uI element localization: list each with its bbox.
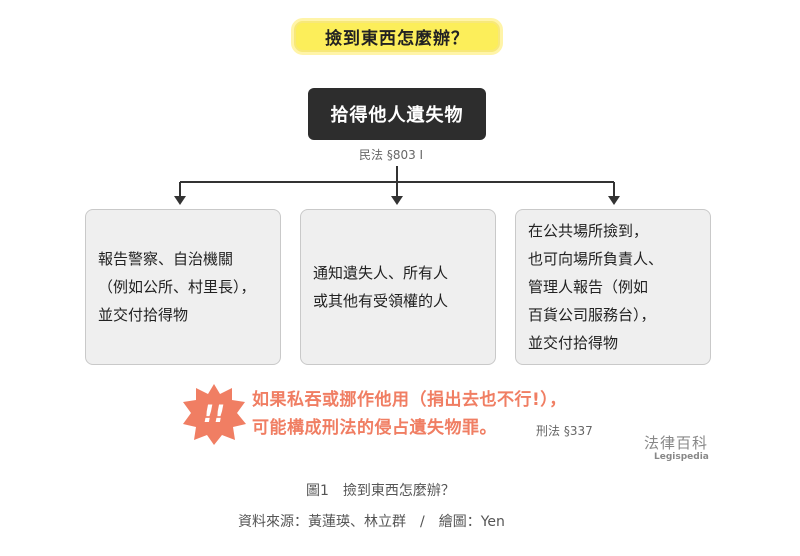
root-node: 拾得他人遺失物 bbox=[308, 88, 486, 140]
warning-line-2: 可能構成刑法的侵占遺失物罪。 bbox=[252, 418, 497, 438]
branch-box-public-place: 在公共場所撿到， 也可向場所負責人、 管理人報告（例如 百貨公司服務台）， 並交… bbox=[515, 209, 711, 365]
branch-box-report-police: 報告警察、自治機關 （例如公所、村里長）， 並交付拾得物 bbox=[85, 209, 281, 365]
logo-subtitle: Legispedia bbox=[654, 452, 709, 462]
figure-caption: 圖1 撿到東西怎麼辦？ bbox=[306, 483, 455, 499]
diagram-title: 撿到東西怎麼辦？ bbox=[291, 18, 503, 55]
branch-box-notify-owner: 通知遺失人、所有人 或其他有受領權的人 bbox=[300, 209, 496, 365]
arrowhead-left bbox=[174, 196, 186, 205]
branch-text: 通知遺失人、所有人 或其他有受領權的人 bbox=[313, 264, 449, 310]
warning-burst-icon bbox=[183, 384, 246, 445]
arrowhead-right bbox=[608, 196, 620, 205]
source-credit: 資料來源：黃蓮瑛、林立群 / 繪圖：Yen bbox=[238, 514, 505, 530]
warning-badge-text: !! bbox=[203, 400, 225, 428]
branch-text: 在公共場所撿到， 也可向場所負責人、 管理人報告（例如 百貨公司服務台）， 並交… bbox=[528, 222, 664, 352]
warning-line-1: 如果私吞或挪作他用（捐出去也不行!）， bbox=[252, 390, 567, 410]
arrowhead-middle bbox=[391, 196, 403, 205]
branch-text: 報告警察、自治機關 （例如公所、村里長）， 並交付拾得物 bbox=[98, 250, 256, 324]
warning-citation: 刑法 §337 bbox=[536, 424, 593, 438]
logo-legispedia: 法律百科 bbox=[644, 434, 709, 452]
root-citation: 民法 §803 I bbox=[359, 148, 424, 162]
